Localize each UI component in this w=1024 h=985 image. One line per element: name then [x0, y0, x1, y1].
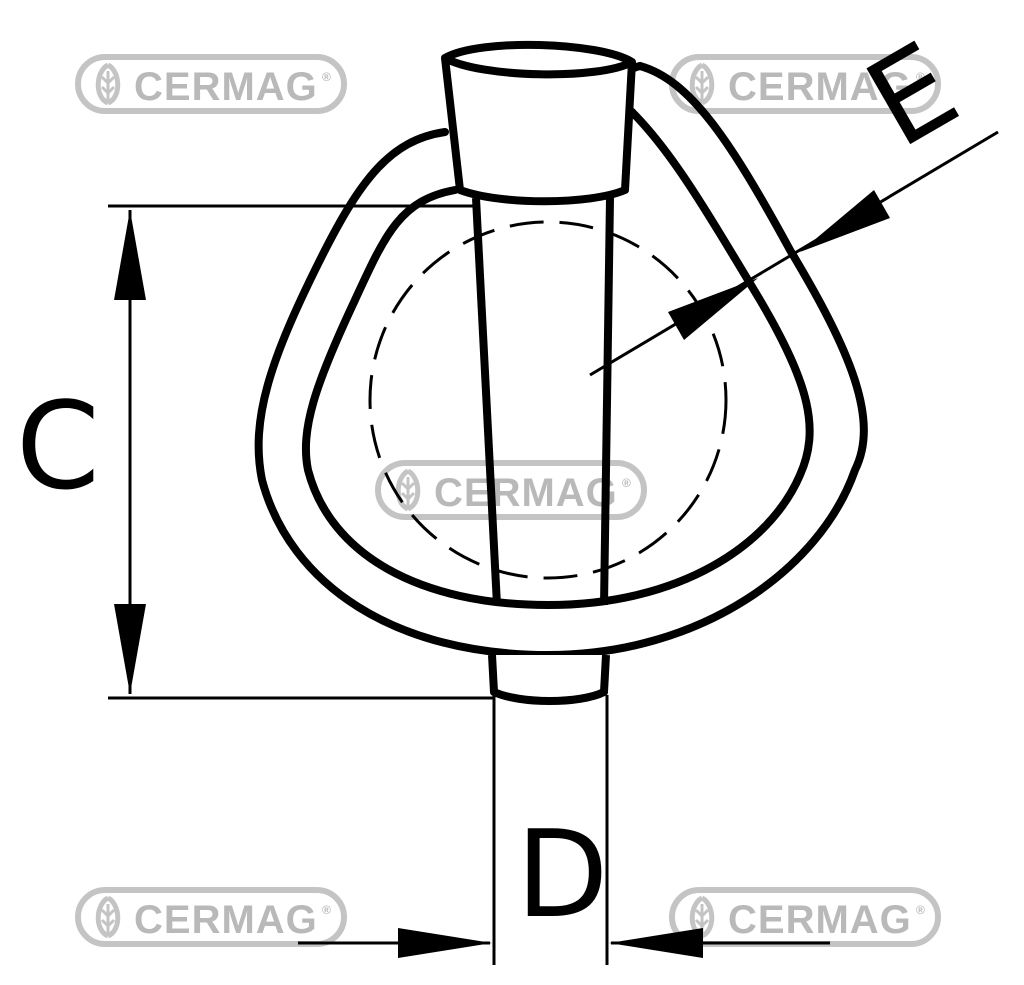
dashed-circle — [368, 220, 728, 580]
dimension-e-arrows — [668, 190, 890, 340]
dimension-line-e — [589, 130, 999, 377]
dimension-e — [589, 130, 999, 377]
wheat-logo-icon — [95, 895, 121, 939]
pin-shaft — [472, 197, 614, 606]
watermark-registered: ® — [322, 70, 332, 84]
pin-head — [441, 40, 636, 206]
pin-leg — [492, 695, 609, 965]
watermark-bottom-left: CERMAG ® — [75, 887, 347, 947]
arrow-c-top — [114, 210, 146, 300]
wheat-logo-icon — [689, 62, 715, 106]
dimension-c — [108, 204, 494, 700]
watermark-registered: ® — [916, 70, 926, 84]
watermark-top-right: CERMAG ® — [669, 54, 941, 114]
wheat-logo-icon — [95, 62, 121, 106]
watermark-bottom-right: CERMAG ® — [669, 887, 941, 947]
watermark-registered: ® — [322, 903, 332, 917]
watermark-text: CERMAG — [728, 898, 912, 942]
arrow-c-bottom — [114, 604, 146, 694]
arrow-e-outer — [800, 190, 890, 252]
dimension-label-d: D — [516, 806, 608, 945]
watermark-top-left: CERMAG ® — [75, 54, 347, 114]
watermark-registered: ® — [622, 476, 632, 490]
arrow-d-right — [609, 928, 703, 958]
watermark-registered: ® — [916, 903, 926, 917]
watermark-text: CERMAG — [728, 65, 912, 109]
dimension-c-arrows — [114, 210, 146, 694]
wheat-logo-icon — [395, 468, 421, 512]
watermark-center: CERMAG ® — [375, 460, 647, 520]
arrow-d-left — [398, 928, 492, 958]
pin-collar — [488, 654, 610, 705]
dimension-label-c: C — [16, 378, 100, 517]
watermark-text: CERMAG — [434, 471, 618, 515]
dimension-d-arrows — [398, 928, 703, 958]
watermark-text: CERMAG — [134, 898, 318, 942]
watermark-text: CERMAG — [134, 65, 318, 109]
arrow-e-inner — [668, 278, 758, 340]
